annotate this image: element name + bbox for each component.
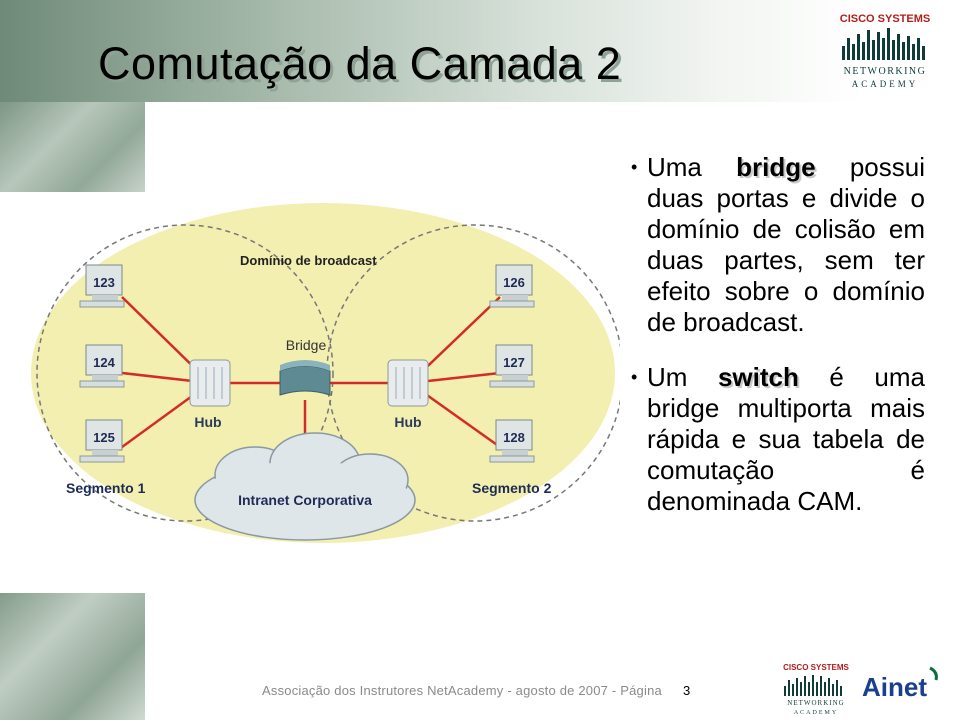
cisco-networking-academy-logo: CISCO SYSTEMS NETWORKING ACADEMY [840,13,930,89]
page-number: 3 [683,683,691,698]
bullet-switch: •Um switch é uma bridge multiporta mais … [631,362,925,516]
bullet-bridge: •Uma bridge possui duas portas e divide … [631,152,925,337]
hub-left-label: Hub [194,414,221,430]
segment-left-label: Segmento 1 [66,480,146,496]
decorative-photo-bottom [0,593,145,720]
svg-text:ACADEMY: ACADEMY [794,710,838,716]
bridge-device [279,360,331,396]
hub-right-label: Hub [394,414,421,430]
footer-text: Associação dos Instrutores NetAcademy - … [262,683,662,698]
decorative-photo-top [0,102,145,192]
broadcast-domain-label: Domínio de broadcast [240,253,377,268]
cisco-logo-line2: NETWORKING [844,66,927,77]
bullet-dot-icon: • [631,367,638,387]
bullet-list: •Uma bridge possui duas portas e divide … [631,152,925,517]
computer-123 [79,264,125,308]
ainet-logo: Ainet [862,666,938,702]
computer-124 [79,344,125,388]
host-label-126: 126 [503,275,525,290]
computer-128 [489,419,535,463]
segment-right-label: Segmento 2 [472,480,552,496]
collision-domain-right [326,224,620,522]
host-label-128: 128 [503,430,525,445]
cisco-logo-line1: CISCO SYSTEMS [840,13,930,25]
svg-text:CISCO SYSTEMS: CISCO SYSTEMS [783,663,849,672]
svg-text:NETWORKING: NETWORKING [787,699,844,707]
host-label-124: 124 [93,355,115,370]
keyword-switch: switch [717,362,799,392]
collision-domain-left [36,224,334,522]
ainet-logo-text: Ainet [862,672,927,702]
header-band [0,0,960,102]
hub-left-device [189,359,231,407]
hub-right-device [387,359,429,407]
computer-125 [79,419,125,463]
cloud-inner-fill [201,461,409,533]
page-title: Comutação da Camada 2 [98,38,622,89]
bridge-network-diagram: Hub Hub Bridge Domínio de broadcast 123 … [31,203,620,543]
host-label-123: 123 [93,275,115,290]
cisco-logo-line3: ACADEMY [852,79,919,89]
host-label-125: 125 [93,430,115,445]
cisco-networking-academy-logo-small: CISCO SYSTEMS NETWORKING ACADEMY [783,663,849,716]
computer-127 [489,344,535,388]
bridge-label: Bridge [286,337,327,353]
cloud-label: Intranet Corporativa [238,492,372,508]
host-label-127: 127 [503,355,525,370]
bullet-dot-icon: • [631,157,638,177]
keyword-bridge: bridge [736,152,816,182]
computer-126 [489,264,535,308]
